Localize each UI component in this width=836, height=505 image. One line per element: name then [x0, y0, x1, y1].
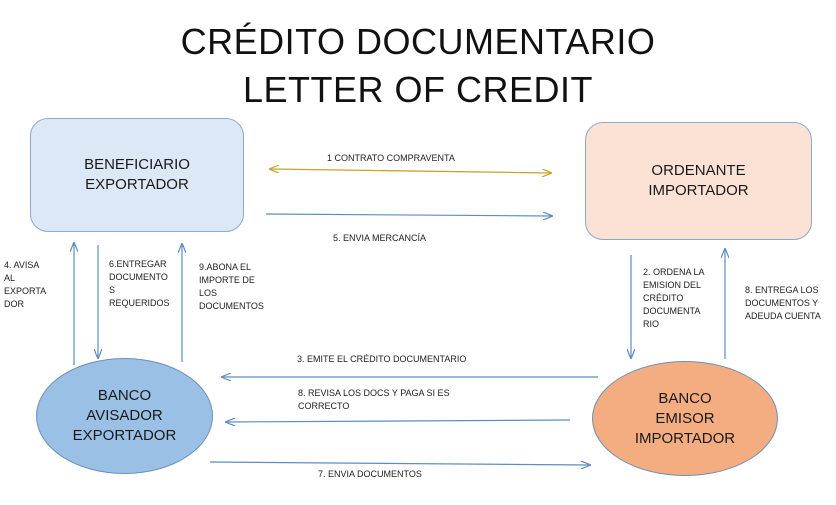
step-8b-label: 8. ENTREGA LOS DOCUMENTOS Y ADEUDA CUENT…: [745, 285, 821, 321]
beneficiario-exportador-box: BENEFICIARIO EXPORTADOR: [30, 118, 244, 232]
beneficiario-label-line-1: BENEFICIARIO: [84, 156, 190, 173]
banco-emisor-label-line-1: BANCO: [658, 389, 712, 407]
banco-emisor-ellipse: BANCO EMISOR IMPORTADOR: [592, 361, 778, 476]
banco-emisor-label-line-3: IMPORTADOR: [634, 429, 736, 447]
ordenante-label-line-1: ORDENANTE: [651, 162, 746, 179]
step-9-label: 9.ABONA EL IMPORTE DE LOS DOCUMENTOS: [199, 262, 264, 311]
arrow-envia-documentos: [209, 462, 590, 465]
arrow-envia-mercancia: [265, 214, 552, 216]
step-2-label: 2. ORDENA LA EMISION DEL CRÉDITO DOCUMEN…: [643, 267, 705, 329]
step-8a-label: 8. REVISA LOS DOCS Y PAGA SI ES CORRECTO: [298, 388, 450, 411]
banco-avisador-label-line-1: BANCO: [97, 387, 152, 404]
beneficiario-label-line-2: EXPORTADOR: [85, 176, 189, 193]
banco-emisor-label-line-2: EMISOR: [655, 409, 715, 427]
diagram-title-line-1: CRÉDITO DOCUMENTARIO: [180, 21, 656, 62]
step-5-label: 5. ENVIA MERCANCÍA: [333, 233, 427, 243]
diagram-title-line-2: LETTER OF CREDIT: [242, 69, 594, 110]
banco-avisador-label-line-2: AVISADOR: [86, 407, 163, 424]
banco-avisador-label-line-3: EXPORTADOR: [72, 427, 177, 444]
arrow-contrato-compraventa: [270, 169, 551, 173]
banco-avisador-ellipse: BANCO AVISADOR EXPORTADOR: [36, 358, 213, 474]
step-1-label: 1 CONTRATO COMPRAVENTA: [327, 153, 455, 163]
step-7-label: 7. ENVIA DOCUMENTOS: [318, 469, 422, 479]
arrow-revisa-paga: [226, 420, 571, 422]
step-3-label: 3. EMITE EL CRÉDITO DOCUMENTARIO: [297, 354, 467, 364]
step-6-label: 6.ENTREGAR DOCUMENTO S REQUERIDOS: [109, 259, 170, 308]
ordenante-label-line-2: IMPORTADOR: [648, 182, 749, 199]
ordenante-importador-box: ORDENANTE IMPORTADOR: [585, 122, 812, 240]
step-4-label: 4. AVISA AL EXPORTA DOR: [4, 260, 47, 309]
